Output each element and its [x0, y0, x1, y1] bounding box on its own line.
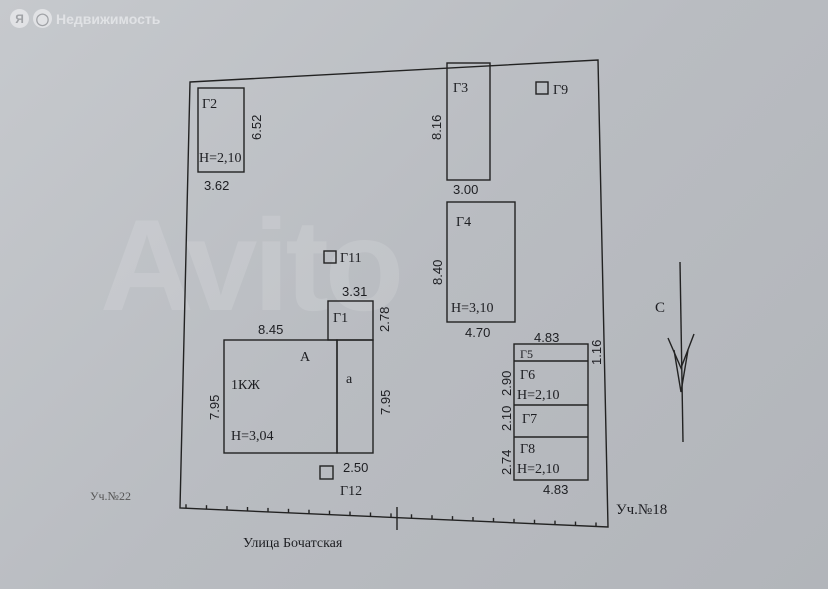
g4-height: Н=3,10 [451, 301, 494, 316]
building-g4 [446, 201, 516, 323]
plot-boundary [179, 59, 609, 528]
g2-label: Г2 [202, 97, 217, 112]
house-a-type: 1КЖ [231, 378, 260, 393]
street-label: Улица Бочатская [243, 536, 343, 551]
g1-length: 2.78 [377, 307, 392, 332]
brand-name: Недвижимость [56, 10, 161, 27]
g4-width: 4.70 [465, 325, 490, 340]
house-a-height: Н=3,04 [231, 429, 274, 444]
g4-length: 8.40 [430, 260, 445, 285]
neighbor-left-label: Уч.№22 [90, 489, 131, 503]
house-extension-a [336, 339, 374, 454]
g7-label: Г7 [522, 412, 537, 427]
extension-a-width: 2.50 [343, 460, 368, 475]
house-logo-icon: ◯ [33, 9, 52, 28]
boundary-ticks [185, 504, 597, 527]
house-a-label: А [300, 350, 311, 365]
g8-length: 2.74 [499, 450, 514, 475]
north-arrow-icon [667, 261, 695, 443]
extension-a-label: а [346, 372, 353, 387]
building-g9 [535, 81, 549, 95]
house-a-length-right: 7.95 [378, 390, 393, 415]
g6-label: Г6 [520, 368, 535, 383]
garage-block [513, 343, 589, 481]
building-g12 [319, 465, 334, 480]
yandex-logo-icon: Я [10, 9, 29, 28]
g8-width: 4.83 [543, 482, 568, 497]
house-a-length-left: 7.95 [207, 395, 222, 420]
g3-length: 8.16 [429, 115, 444, 140]
building-g11 [323, 250, 337, 264]
g5-length: 1.16 [589, 340, 604, 365]
g12-label: Г12 [340, 484, 362, 499]
g6-length: 2.90 [499, 371, 514, 396]
watermark: Avito [100, 192, 404, 338]
g1-width: 3.31 [342, 284, 367, 299]
g8-label: Г8 [520, 442, 535, 457]
north-label: С [655, 300, 665, 316]
g2-length: 6.52 [249, 115, 264, 140]
g9-label: Г9 [553, 83, 568, 98]
g3-label: Г3 [453, 81, 468, 96]
g5-label: Г5 [520, 347, 533, 361]
building-g2 [197, 87, 245, 173]
g6-height: Н=2,10 [517, 388, 560, 403]
g1-label: Г1 [333, 311, 348, 326]
g8-height: Н=2,10 [517, 462, 560, 477]
g3-width: 3.00 [453, 182, 478, 197]
building-g3 [446, 62, 491, 181]
g4-label: Г4 [456, 215, 471, 230]
g7-length: 2.10 [499, 406, 514, 431]
brand-logo: Я ◯ Недвижимость [10, 9, 160, 28]
g11-label: Г11 [340, 251, 362, 266]
house-a-width: 8.45 [258, 322, 283, 337]
g2-width: 3.62 [204, 178, 229, 193]
neighbor-right-label: Уч.№18 [616, 502, 667, 518]
g2-height: Н=2,10 [199, 151, 242, 166]
g5-width: 4.83 [534, 330, 559, 345]
